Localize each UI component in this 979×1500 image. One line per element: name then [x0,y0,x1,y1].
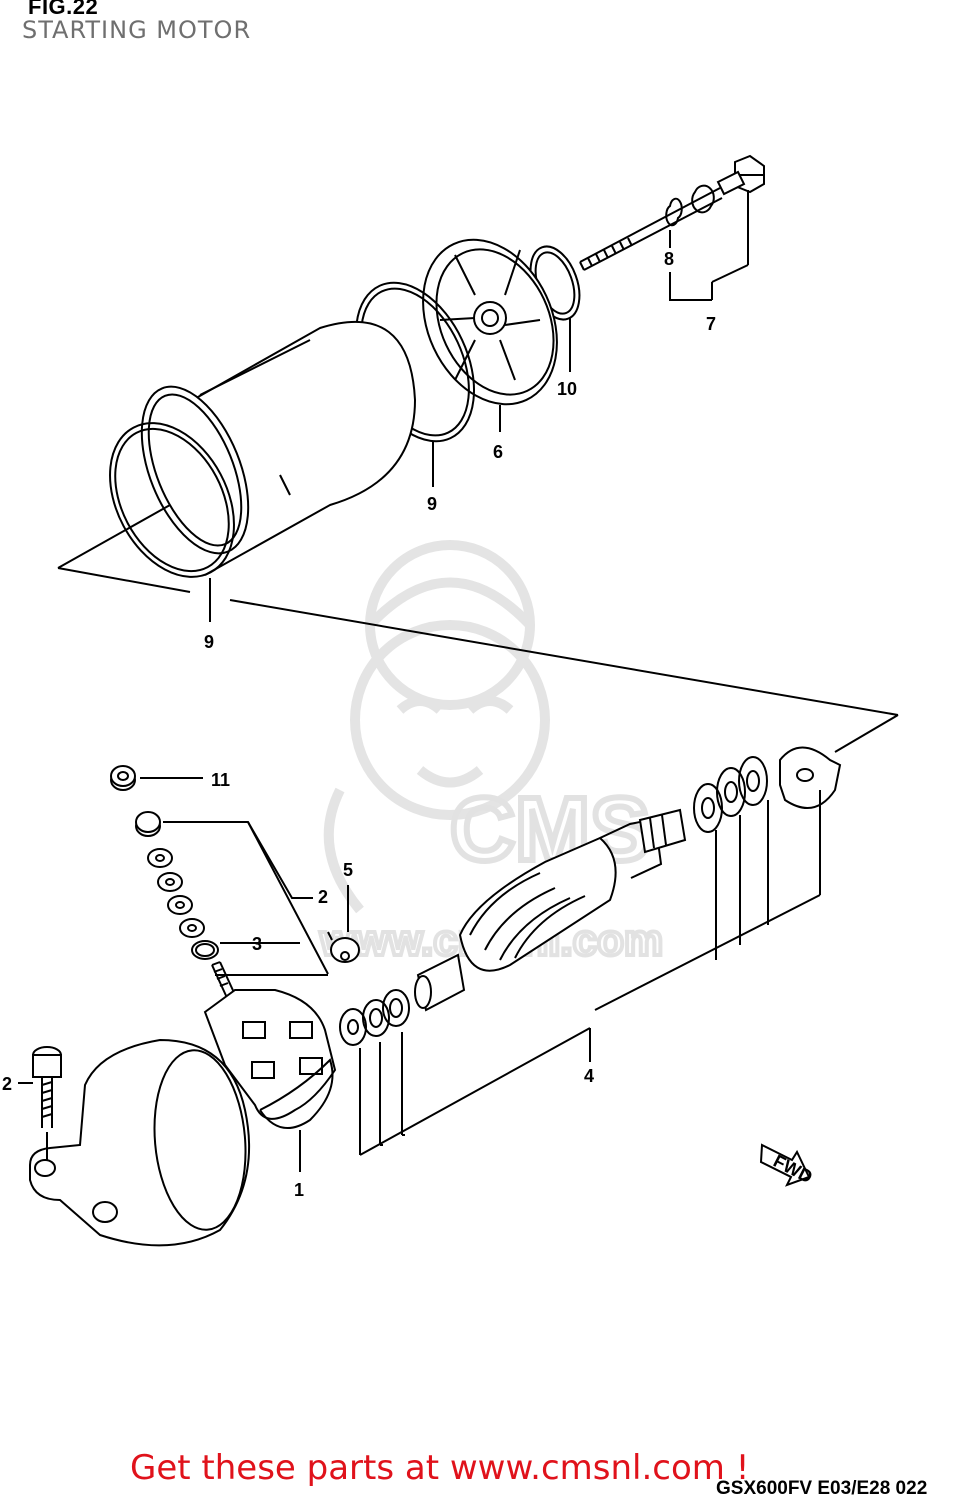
callout-4: 4 [584,1066,594,1086]
callout-9-upper: 9 [427,494,437,514]
rear-housing [29,1038,251,1247]
nut-11 [110,765,136,791]
model-code: GSX600FV E03/E28 022 [716,1478,928,1499]
brush-holder-1 [203,961,337,1129]
end-cover-6 [422,238,558,406]
callout-7: 7 [706,314,716,334]
callout-5: 5 [343,860,353,880]
callout-8: 8 [664,249,674,269]
callout-1: 1 [294,1180,304,1200]
armature-4 [414,808,687,1012]
callout-11: 11 [211,770,230,790]
callout-9-lower: 9 [204,632,214,652]
parts-link[interactable]: Get these parts at www.cmsnl.com ! [130,1448,750,1488]
armature-shims-front [339,989,410,1046]
armature-washers-rear [693,746,842,833]
callout-6: 6 [493,442,503,462]
figure-number: FIG.22 [28,0,99,19]
callout-10: 10 [557,379,577,399]
o-ring-9-lower [109,422,235,578]
callout-2-lower: 2 [2,1074,12,1094]
brush-5 [327,931,360,963]
motor-yoke [140,320,417,576]
through-bolt [579,154,765,271]
callout-3: 3 [252,934,262,954]
fwd-arrow-icon [759,1143,811,1187]
terminal-washers [135,811,219,960]
callout-2-upper: 2 [318,887,328,907]
figure-title: STARTING MOTOR [22,16,252,44]
mascot-watermark-icon [323,540,550,914]
mounting-bolt-2 [32,1046,62,1128]
